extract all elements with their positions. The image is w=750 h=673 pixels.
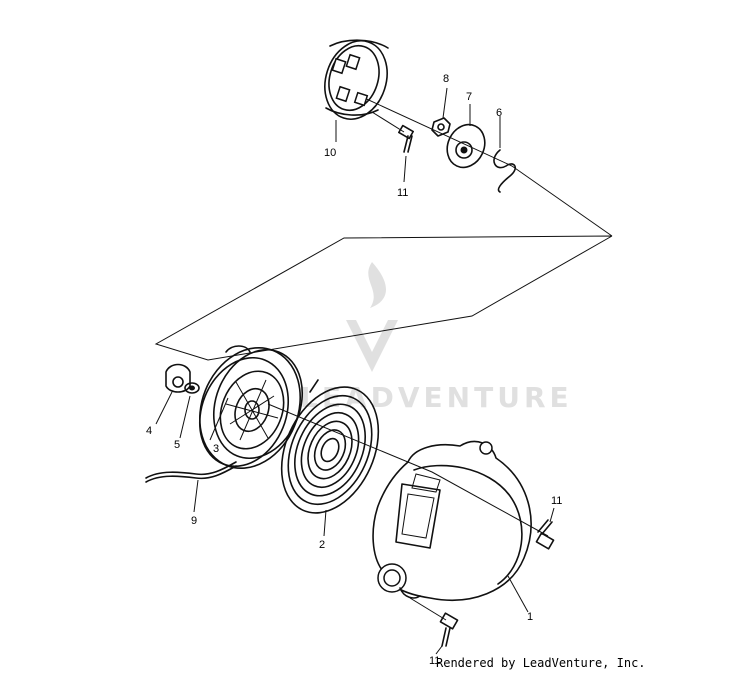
part-recoil-spring	[280, 379, 380, 537]
render-credit: Rendered by LeadVenture, Inc.	[436, 656, 646, 670]
part-starter-rope	[145, 461, 237, 513]
flame-v-logo-icon	[346, 262, 398, 372]
callout-8: 8	[443, 73, 449, 85]
part-starter-housing	[372, 440, 532, 613]
part-bolt-upper	[398, 124, 414, 183]
callout-10: 10	[324, 147, 336, 159]
callout-11-upper: 11	[397, 187, 408, 199]
part-spring-clip	[493, 116, 517, 193]
callout-3: 3	[213, 443, 219, 455]
part-nut	[431, 87, 451, 137]
callout-11-bottom: 11	[429, 655, 440, 667]
part-drum-cup	[324, 39, 389, 142]
callout-4: 4	[146, 425, 152, 437]
part-ratchet-plate	[446, 104, 486, 169]
callout-6: 6	[496, 107, 502, 119]
part-pawl-spring	[179, 382, 200, 439]
callout-2: 2	[319, 539, 325, 551]
callout-labels: 1 2 3 4 5 6 7 8 9 10 11 11 11	[146, 73, 562, 667]
callout-7: 7	[466, 91, 472, 103]
callout-1: 1	[527, 611, 533, 623]
callout-11-right: 11	[551, 495, 562, 507]
part-pawl	[155, 363, 191, 425]
watermark-text: LEADVENTURE	[300, 381, 573, 414]
part-bolt-bottom	[435, 612, 459, 655]
guide-lines	[154, 95, 613, 621]
part-rope-pulley	[198, 345, 304, 470]
callout-5: 5	[174, 439, 180, 451]
callout-9: 9	[191, 515, 197, 527]
part-bolt-right	[535, 507, 555, 550]
